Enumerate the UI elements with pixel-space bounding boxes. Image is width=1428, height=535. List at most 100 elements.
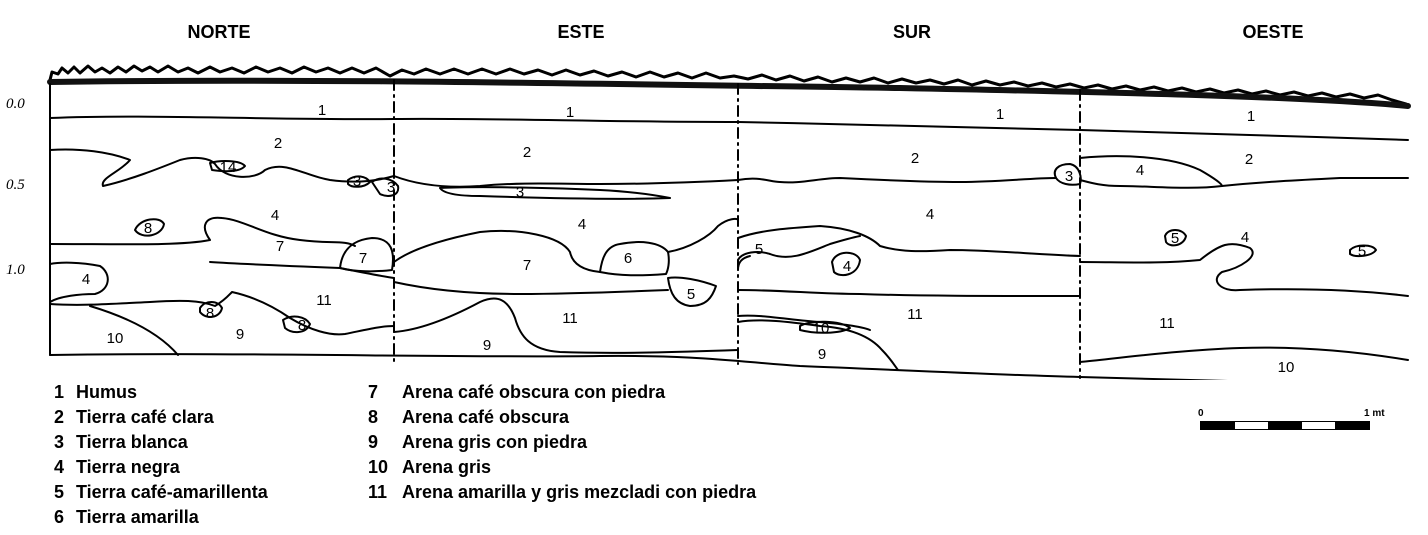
layer-mark: 6 xyxy=(624,250,632,267)
legend-label: Arena gris xyxy=(402,457,492,477)
lens-14-norte xyxy=(209,160,246,173)
lens-4-oeste xyxy=(1079,155,1223,189)
legend-number: 7 xyxy=(368,382,379,402)
legend-item: 1 Humus xyxy=(54,380,268,405)
layer-mark: 9 xyxy=(236,326,244,343)
legend-label: Humus xyxy=(76,382,138,402)
layer-mark: 10 xyxy=(107,330,124,347)
boundary-11-sur-top xyxy=(737,289,1081,297)
layer-mark: 4 xyxy=(271,207,279,224)
boundary-11-9-norte xyxy=(49,291,395,336)
lens-3-norte-a xyxy=(347,175,371,188)
layer-mark: 7 xyxy=(359,250,367,267)
legend-number: 3 xyxy=(54,432,65,452)
lens-8-norte-upper xyxy=(134,218,165,237)
legend-number: 2 xyxy=(54,407,65,427)
scale-segment xyxy=(1235,422,1269,429)
layer-mark: 3 xyxy=(387,179,395,196)
wall-title-oeste: OESTE xyxy=(1242,22,1304,42)
wall-title-este: ESTE xyxy=(557,22,605,42)
boundary-10-9-norte xyxy=(89,305,179,356)
lens-4-sur xyxy=(831,251,861,277)
scale-segment xyxy=(1335,422,1369,429)
layer-mark: 2 xyxy=(911,150,919,167)
legend-item: 3 Tierra blanca xyxy=(54,430,268,455)
lens-3-este xyxy=(439,186,671,200)
boundary-11-10-oeste xyxy=(1079,346,1409,363)
layer-mark: 7 xyxy=(523,257,531,274)
legend-number: 11 xyxy=(368,482,388,502)
wall-title-sur: SUR xyxy=(892,22,932,42)
boundary-7-11-este xyxy=(393,281,669,295)
layer-mark: 1 xyxy=(996,106,1004,123)
legend-label: Tierra blanca xyxy=(76,432,188,452)
boundary-1-2 xyxy=(49,115,1409,141)
scale-bar: 0 1 mt xyxy=(1198,408,1388,438)
legend-number: 10 xyxy=(368,457,389,477)
layer-mark: 8 xyxy=(144,220,152,237)
layer-mark: 5 xyxy=(1171,230,1179,247)
layer-mark: 4 xyxy=(1241,229,1249,246)
layer-mark: 2 xyxy=(274,135,282,152)
legend-number: 1 xyxy=(54,382,65,402)
layer-mark: 2 xyxy=(523,144,531,161)
scale-start-label: 0 xyxy=(1198,408,1204,419)
depth-label-0-0: 0.0 xyxy=(6,96,25,112)
depth-label-0-5: 0.5 xyxy=(6,177,25,193)
lens-5-oeste-b xyxy=(1349,244,1377,258)
legend-label: Tierra negra xyxy=(76,457,180,477)
lens-10-sur xyxy=(799,320,851,334)
legend-number: 5 xyxy=(54,482,65,502)
layer-mark: 11 xyxy=(907,306,923,323)
layer-mark: 9 xyxy=(818,346,826,363)
boundary-11-9-este xyxy=(393,297,739,354)
legend-number: 9 xyxy=(368,432,379,452)
scale-segment xyxy=(1201,422,1235,429)
layer-mark: 5 xyxy=(1358,243,1366,260)
layer-mark: 11 xyxy=(316,292,332,309)
lens-7-norte xyxy=(339,237,394,273)
profile-bottom-line xyxy=(49,353,1231,380)
layer-mark: 2 xyxy=(1245,151,1253,168)
layer-mark: 4 xyxy=(926,206,934,223)
lens-3-oeste xyxy=(1053,163,1082,186)
layer-mark: 4 xyxy=(578,216,586,233)
layer-mark: 7 xyxy=(276,238,284,255)
layer-mark: 10 xyxy=(813,320,830,337)
layer-mark: 4 xyxy=(1136,162,1144,179)
boundary-4-7-norte xyxy=(49,216,356,247)
boundary-4-5-sur xyxy=(737,255,751,271)
boundary-7-5-este xyxy=(667,217,739,253)
wall-dividers xyxy=(393,79,1081,379)
lens-5-este xyxy=(667,276,717,307)
boundary-2-4-oeste xyxy=(1221,176,1409,187)
layer-mark: 11 xyxy=(562,310,578,327)
layer-mark: 1 xyxy=(318,102,326,119)
layer-mark: 9 xyxy=(483,337,491,354)
lens-3-norte-b xyxy=(371,177,400,197)
layer-mark: 4 xyxy=(82,271,90,288)
lens-5-sur xyxy=(737,235,861,261)
legend-label: Arena gris con piedra xyxy=(402,432,588,452)
lens-8-norte-a xyxy=(199,301,223,318)
legend-item: 9 Arena gris con piedra xyxy=(368,430,756,455)
wall-title-norte: NORTE xyxy=(187,22,251,42)
layer-mark: 1 xyxy=(566,104,574,121)
legend-number: 8 xyxy=(368,407,379,427)
legend-label: Arena amarilla y gris mezcladi con piedr… xyxy=(402,482,757,502)
scale-segment xyxy=(1302,422,1336,429)
layer-mark: 5 xyxy=(755,241,763,258)
layer-mark: 5 xyxy=(687,286,695,303)
scale-segment xyxy=(1268,422,1302,429)
boundary-2-3-este xyxy=(393,175,739,188)
boundary-4-7-este xyxy=(393,230,601,273)
layer-mark: 3 xyxy=(516,184,524,201)
boundary-2-4-norte xyxy=(49,148,395,187)
boundary-11-norte xyxy=(209,261,395,279)
scale-end-label: 1 mt xyxy=(1364,408,1385,419)
layer-mark: 4 xyxy=(843,258,851,275)
grass-surface xyxy=(47,64,1411,109)
